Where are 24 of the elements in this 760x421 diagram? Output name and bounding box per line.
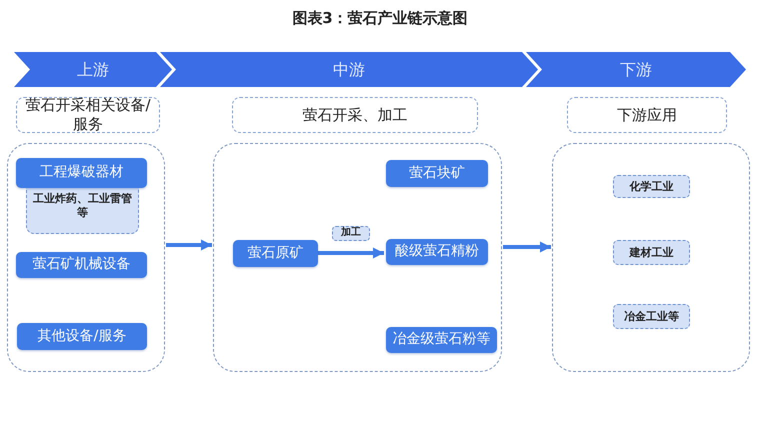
process-box: 工程爆破器材 <box>16 158 147 188</box>
arrow <box>318 248 384 258</box>
chevron-band: 上游 <box>14 52 172 87</box>
output-box: 冶金工业等 <box>613 304 690 329</box>
chevron-band: 下游 <box>526 52 746 87</box>
edge-label: 加工 <box>332 226 370 241</box>
arrow <box>503 242 551 252</box>
process-box: 萤石矿机械设备 <box>16 252 147 278</box>
note-box: 工业炸药、工业雷管等 <box>26 187 139 234</box>
title: 图表3：萤石产业链示意图 <box>291 9 469 28</box>
group-panel <box>552 143 750 372</box>
process-box: 冶金级萤石粉等 <box>386 327 497 353</box>
arrow <box>166 240 212 250</box>
process-box: 萤石原矿 <box>233 240 318 267</box>
process-box: 其他设备/服务 <box>17 323 147 350</box>
output-box: 建材工业 <box>613 240 690 265</box>
process-box: 萤石块矿 <box>386 160 488 187</box>
group-panel <box>213 143 502 372</box>
heading-box: 下游应用 <box>567 97 727 133</box>
output-box: 化学工业 <box>613 175 690 198</box>
process-box: 酸级萤石精粉 <box>386 239 488 265</box>
heading-box: 萤石开采相关设备/服务 <box>16 97 160 133</box>
heading-box: 萤石开采、加工 <box>232 97 478 133</box>
group-panel <box>7 143 165 372</box>
